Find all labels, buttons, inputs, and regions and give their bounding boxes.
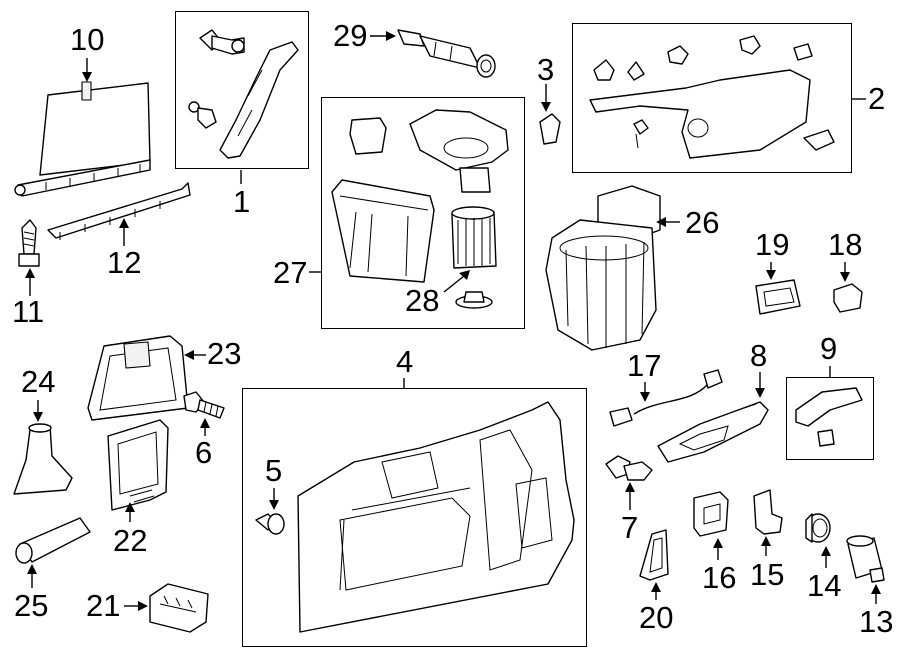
part-18-cap [833, 283, 863, 313]
callout-13: 13 [859, 604, 894, 639]
callout-4: 4 [396, 344, 414, 379]
callout-6: 6 [195, 435, 213, 470]
group-box-9 [786, 377, 874, 460]
callout-5: 5 [265, 453, 283, 488]
callout-24: 24 [21, 364, 56, 399]
part-23-panel [87, 335, 189, 421]
part-10-cargo-cover [14, 81, 151, 197]
part-21-connector [149, 583, 209, 633]
part-24-boot [13, 423, 73, 495]
part-3-clip [539, 113, 561, 145]
callout-3: 3 [537, 52, 555, 87]
callout-19: 19 [755, 227, 790, 262]
callout-17: 17 [627, 348, 662, 383]
callout-9: 9 [820, 331, 838, 366]
part-6-screw [183, 391, 225, 419]
part-14-socket [805, 513, 831, 543]
part-19-bezel [755, 279, 801, 315]
callout-29: 29 [333, 18, 368, 53]
part-2-bracket [589, 35, 835, 159]
leader-lines [25, 31, 881, 611]
part-17-harness [609, 369, 723, 427]
callout-20: 20 [639, 600, 674, 635]
part-8-handle [657, 401, 769, 463]
callout-21: 21 [86, 588, 121, 623]
part-27-bin [331, 109, 509, 283]
callout-11: 11 [12, 294, 45, 329]
part-13-lamp [846, 535, 885, 583]
group-box-2 [572, 23, 852, 173]
part-26-housing [545, 185, 661, 351]
group-box-1 [175, 11, 309, 169]
callout-16: 16 [702, 560, 737, 595]
part-4-quarter-trim [297, 401, 575, 633]
part-5-pin [255, 513, 285, 535]
callout-15: 15 [750, 557, 785, 592]
part-20-bezel [639, 529, 669, 581]
callout-26: 26 [685, 205, 720, 240]
callout-27: 27 [273, 255, 308, 290]
group-box-27 [321, 97, 525, 329]
callout-10: 10 [70, 22, 105, 57]
callout-18: 18 [828, 227, 863, 262]
part-11-bolt [18, 219, 40, 267]
callout-14: 14 [807, 568, 842, 603]
part-1-pillar-trim [188, 29, 299, 159]
callout-1: 1 [233, 184, 251, 219]
callout-22: 22 [113, 523, 148, 558]
part-7-clip [605, 455, 653, 481]
part-28-filter [451, 206, 497, 309]
part-15-bracket [753, 489, 783, 535]
callout-28: 28 [405, 283, 440, 318]
part-22-module [107, 419, 169, 511]
callout-8: 8 [750, 338, 768, 373]
callout-25: 25 [14, 588, 49, 623]
group-box-4 [242, 388, 587, 647]
callout-23: 23 [207, 336, 242, 371]
part-25-rod [15, 517, 91, 564]
part-29-connector [397, 29, 496, 78]
part-12-trim-strip [47, 182, 191, 240]
callout-7: 7 [621, 510, 639, 545]
part-16-block [693, 491, 729, 537]
part-9-grab-handle [795, 387, 863, 447]
callout-2: 2 [868, 81, 886, 116]
callout-12: 12 [107, 245, 142, 280]
